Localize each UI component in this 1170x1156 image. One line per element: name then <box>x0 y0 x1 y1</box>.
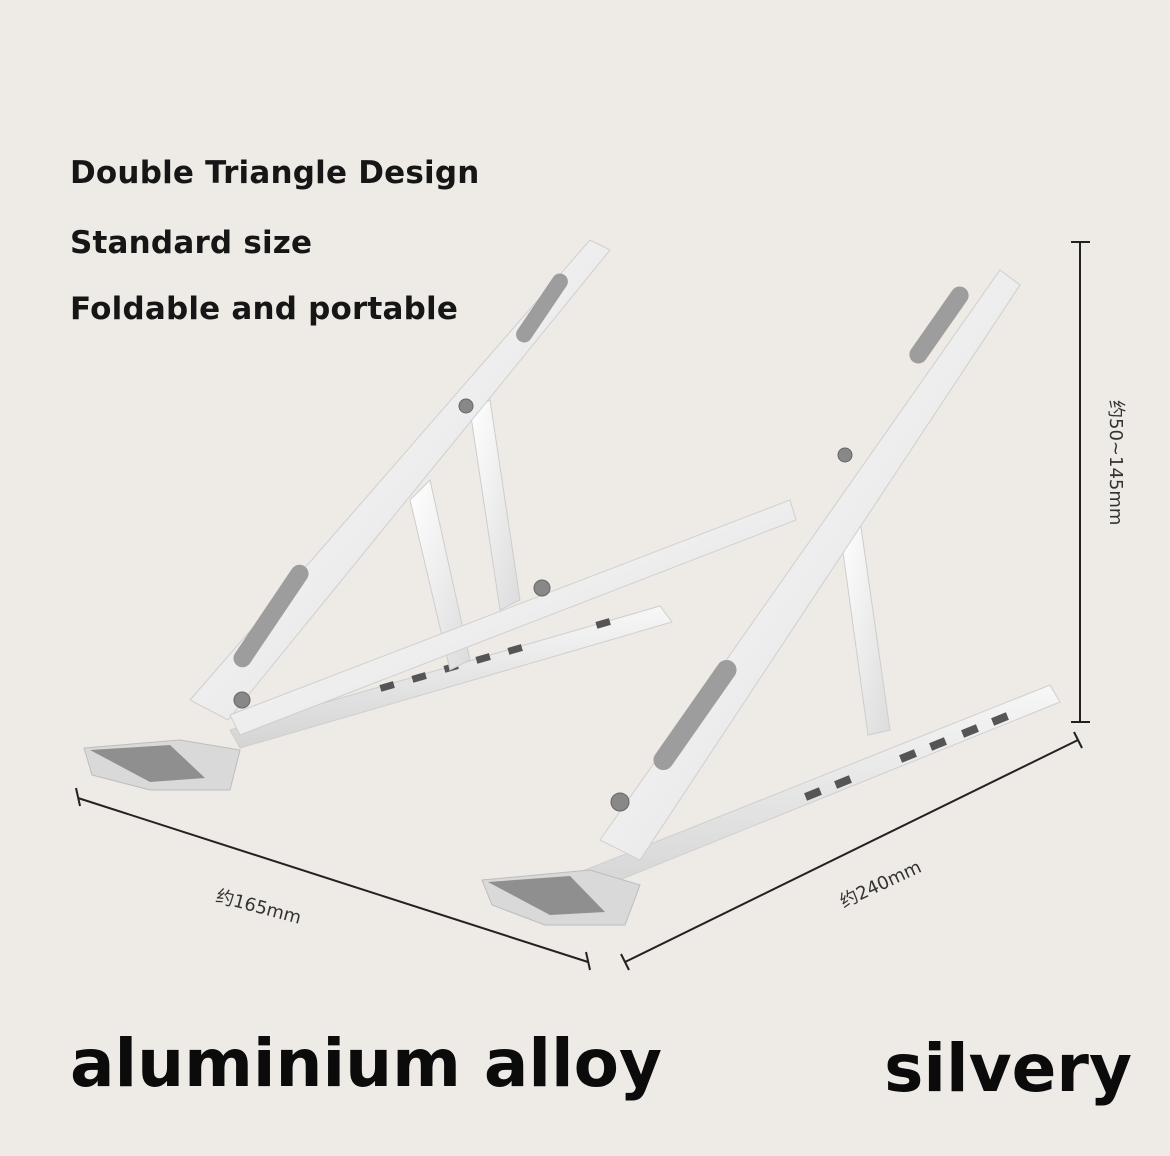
feature-foldable: Foldable and portable <box>70 291 459 327</box>
rear-foot <box>83 739 241 791</box>
material-label: aluminium alloy <box>70 1025 663 1102</box>
rear-support-arm <box>189 239 611 721</box>
height-dimension-label: 约50~145mm <box>1105 400 1126 526</box>
color-label: silvery <box>884 1030 1132 1107</box>
front-foot <box>481 869 641 926</box>
front-support-arm <box>599 269 1021 861</box>
crossbar <box>229 499 797 736</box>
dimension-lines <box>75 241 1090 971</box>
support-legs <box>409 399 891 736</box>
feature-standard-size: Standard size <box>70 225 313 261</box>
feature-double-triangle: Double Triangle Design <box>70 155 480 191</box>
